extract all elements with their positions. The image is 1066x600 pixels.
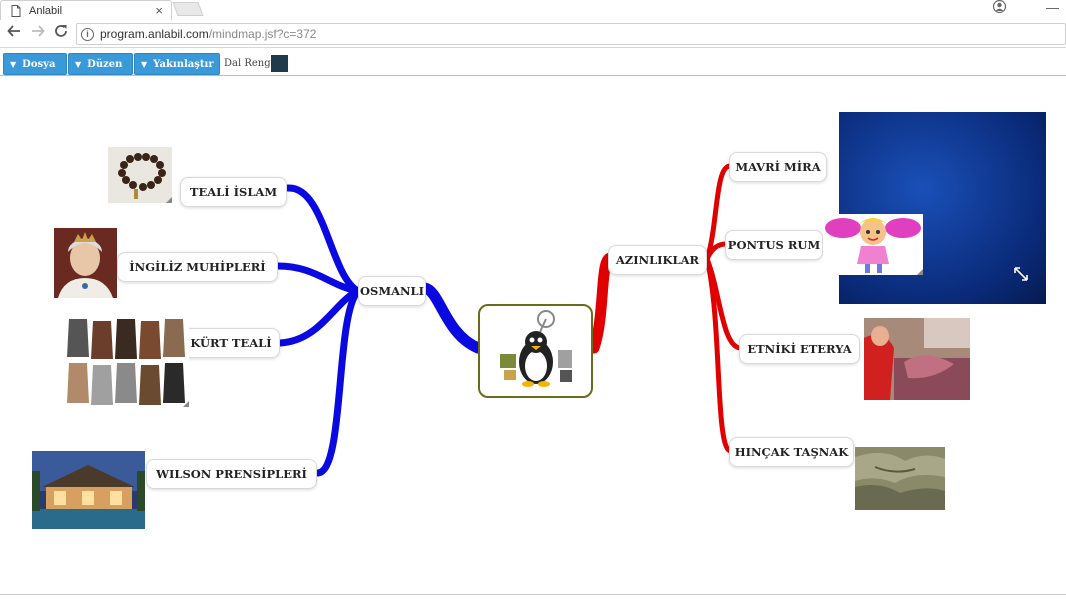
stone-icon xyxy=(855,447,945,510)
branch-color-label: Dal Rengi xyxy=(224,58,274,69)
villa-image[interactable] xyxy=(32,451,145,529)
resize-handle-icon[interactable] xyxy=(917,269,923,275)
tab-title: Anlabil xyxy=(29,4,63,17)
person-icon[interactable] xyxy=(992,0,1007,16)
browser-tab-bar: Anlabil × — xyxy=(0,0,1066,20)
center-node-image[interactable] xyxy=(478,304,593,398)
branch-azinliklar-center xyxy=(588,252,616,354)
node-mavri-mira[interactable]: MAVRİ MİRA xyxy=(729,152,827,182)
node-pontus-rum[interactable]: PONTUS RUM xyxy=(725,230,823,260)
node-hincak-tasnak[interactable]: HINÇAK TAŞNAK xyxy=(729,437,854,467)
menu-duzen-button[interactable]: ▼ Düzen xyxy=(68,53,133,75)
tab-close-icon[interactable]: × xyxy=(155,3,163,18)
resize-handle-icon[interactable] xyxy=(183,401,189,407)
node-ingiliz-muhipleri[interactable]: İNGİLİZ MUHİPLERİ xyxy=(117,252,278,282)
browser-toolbar: i program.anlabil.com/mindmap.jsf?c=372 xyxy=(0,20,1066,48)
queen-image[interactable] xyxy=(54,228,117,298)
menu-label: Düzen xyxy=(87,58,123,70)
mindmap-canvas[interactable]: OSMANLI TEALİ İSLAM İNGİLİZ MUHİPLERİ KÜ… xyxy=(0,76,1066,594)
resize-arrows-icon[interactable] xyxy=(1013,266,1029,282)
blue-image[interactable] xyxy=(839,112,1046,304)
right-branches xyxy=(588,163,743,454)
branch-osmanli-center xyxy=(419,282,484,354)
portrait-icon xyxy=(54,228,117,298)
back-arrow-icon[interactable] xyxy=(7,24,21,43)
butcher-image[interactable] xyxy=(864,318,970,400)
branch-hincak xyxy=(704,256,733,454)
villa-icon xyxy=(32,451,145,529)
branch-lines xyxy=(274,163,743,477)
branch-ingiliz xyxy=(274,262,362,295)
coats-image[interactable] xyxy=(65,317,189,407)
minimize-button[interactable]: — xyxy=(1046,0,1059,15)
caret-down-icon: ▼ xyxy=(75,59,82,69)
browser-tab[interactable]: Anlabil × xyxy=(0,0,172,20)
branch-mavri-mira xyxy=(704,163,733,262)
info-icon[interactable]: i xyxy=(81,27,94,41)
node-kurt-teali[interactable]: KÜRT TEALİ xyxy=(182,328,280,358)
resize-handle-icon[interactable] xyxy=(166,197,172,203)
photo-icon xyxy=(864,318,970,400)
coats-icon xyxy=(67,319,185,405)
cartoon-girl-image[interactable] xyxy=(823,214,923,275)
penguin-icon xyxy=(500,310,572,387)
reload-icon[interactable] xyxy=(54,24,68,43)
left-branches xyxy=(274,184,484,477)
menu-label: Yakınlaştır xyxy=(153,58,214,70)
menu-yakinlastir-button[interactable]: ▼ Yakınlaştır xyxy=(134,53,220,75)
branch-pontus-rum xyxy=(704,241,729,262)
branch-color-swatch[interactable] xyxy=(271,55,288,72)
address-bar[interactable]: i program.anlabil.com/mindmap.jsf?c=372 xyxy=(76,23,1066,45)
node-azinliklar[interactable]: AZINLIKLAR xyxy=(608,245,707,275)
node-wilson-prensipleri[interactable]: WILSON PRENSİPLERİ xyxy=(146,459,317,489)
rosary-image[interactable] xyxy=(108,147,172,203)
branch-wilson xyxy=(314,287,362,477)
forward-arrow-icon[interactable] xyxy=(31,24,45,43)
bottom-border xyxy=(0,594,1066,595)
rock-image[interactable] xyxy=(855,447,945,510)
node-etniki-eterya[interactable]: ETNİKİ ETERYA xyxy=(739,334,860,364)
caret-down-icon: ▼ xyxy=(141,59,148,69)
url-text: program.anlabil.com/mindmap.jsf?c=372 xyxy=(100,27,317,41)
page-icon xyxy=(11,4,21,17)
app-menu-bar: ▼ Dosya ▼ Düzen ▼ Yakınlaştır Dal Rengi xyxy=(0,48,1066,76)
node-teali-islam[interactable]: TEALİ İSLAM xyxy=(180,177,287,207)
branch-kurt-teali xyxy=(276,287,362,347)
new-tab-button[interactable] xyxy=(172,2,204,16)
branch-teali-islam xyxy=(284,184,362,295)
node-osmanli[interactable]: OSMANLI xyxy=(358,276,426,306)
caret-down-icon: ▼ xyxy=(10,59,17,69)
cartoon-girl-icon xyxy=(825,218,921,273)
prayer-beads-icon xyxy=(118,153,166,199)
menu-dosya-button[interactable]: ▼ Dosya xyxy=(3,53,67,75)
menu-label: Dosya xyxy=(22,58,56,70)
